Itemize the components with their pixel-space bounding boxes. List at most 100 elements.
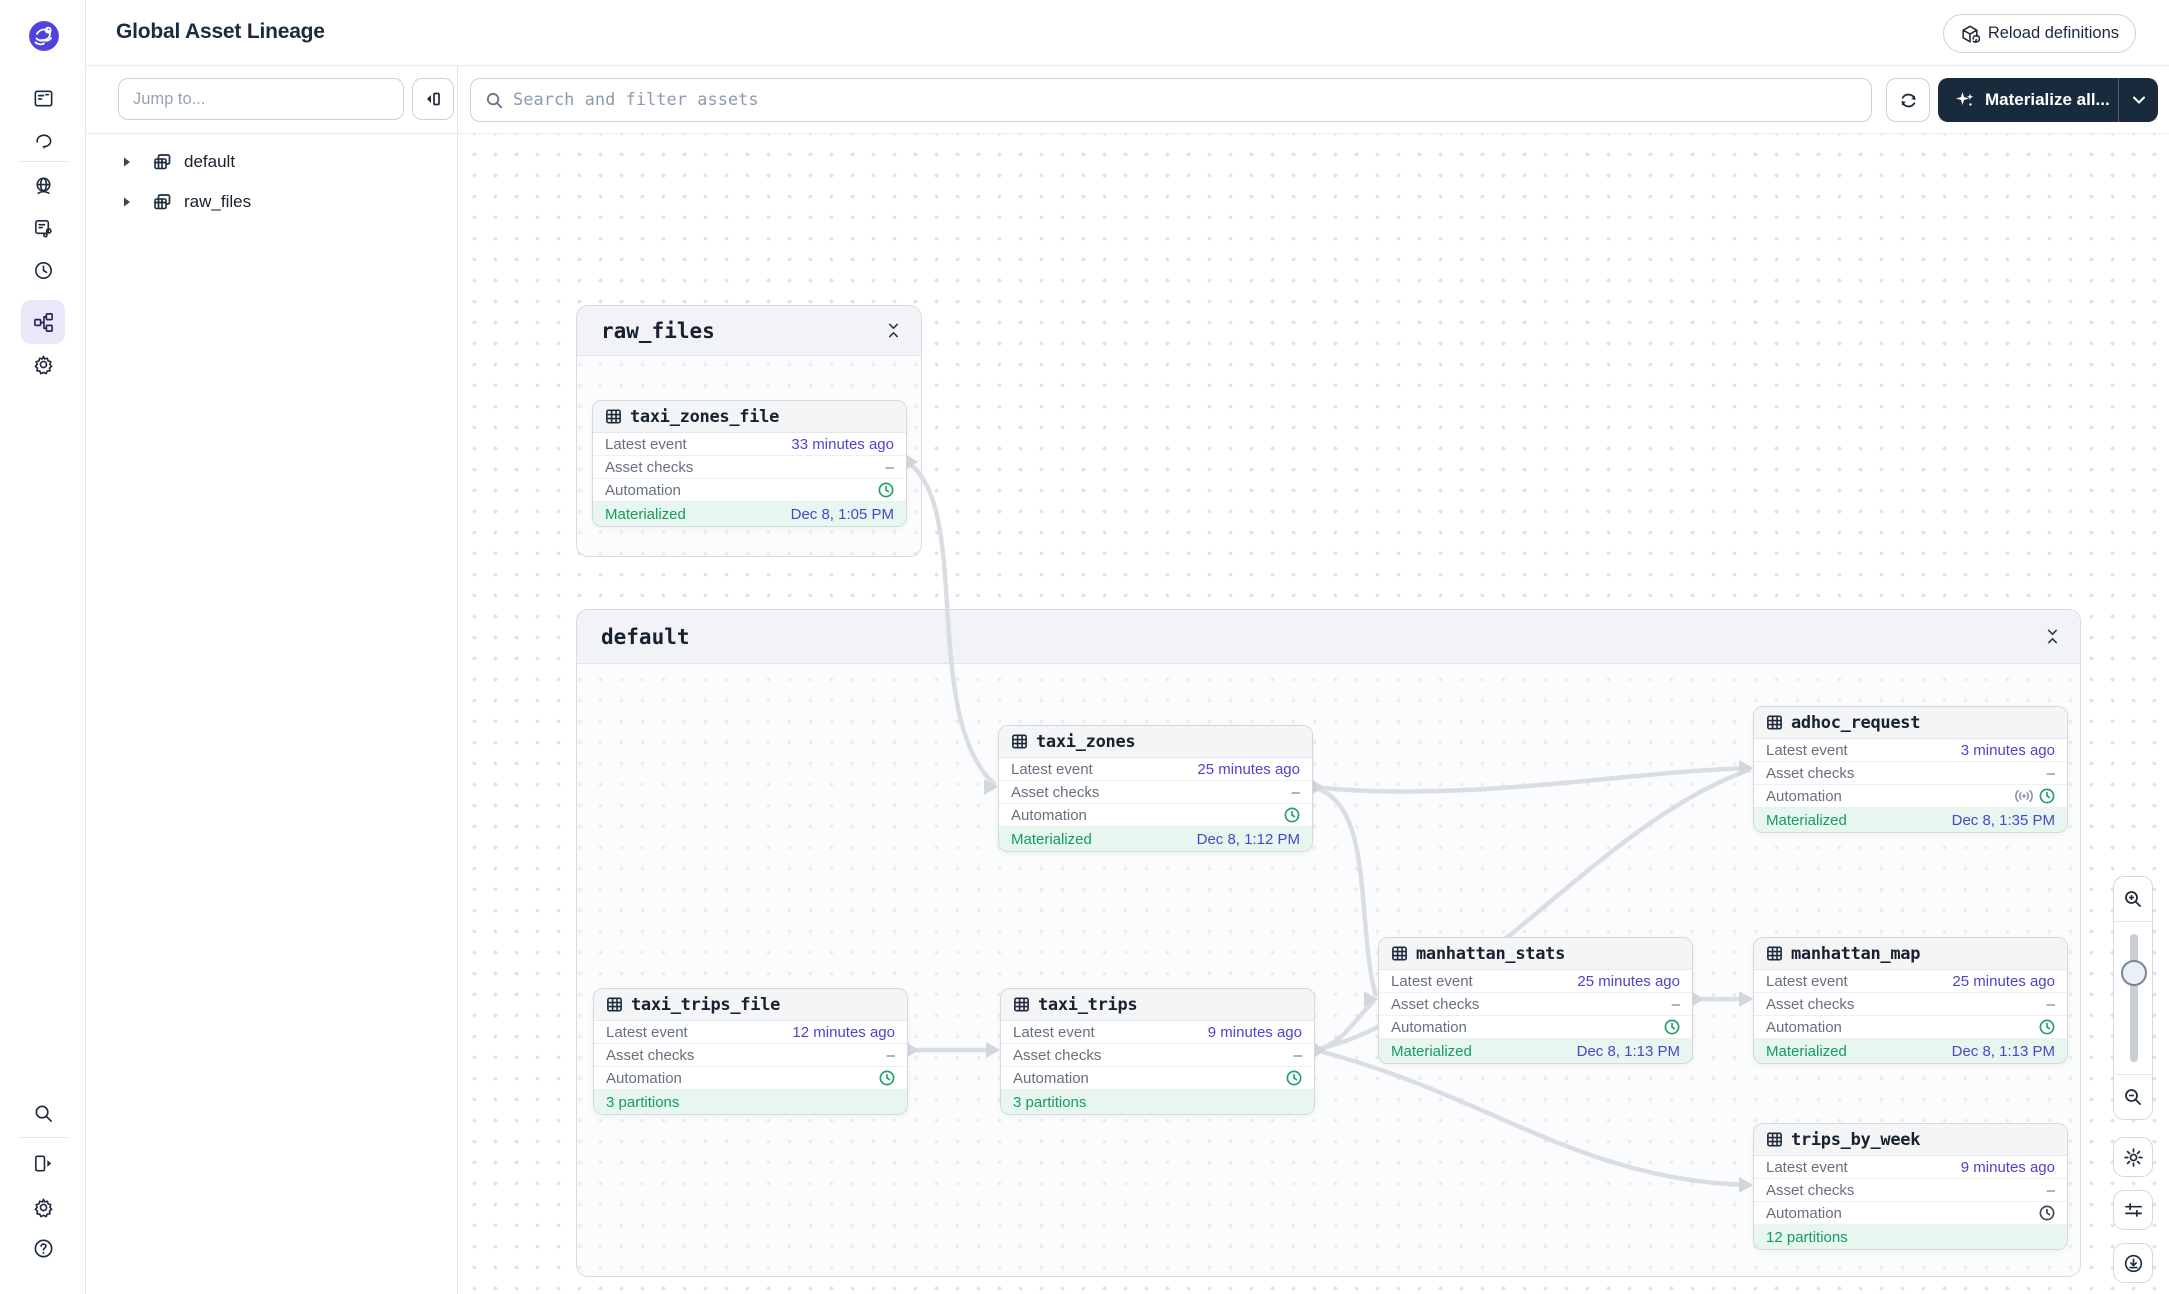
refresh-button[interactable] (1886, 78, 1930, 122)
materialize-all-main[interactable]: Materialize all... (1938, 78, 2118, 122)
asset-checks-value: – (1293, 1046, 1302, 1064)
zoom-slider-thumb[interactable] (2121, 960, 2147, 986)
collapse-group-icon[interactable] (886, 322, 901, 339)
tree-item-label: default (184, 152, 236, 171)
asset-checks-label: Asset checks (606, 1046, 695, 1064)
zoom-slider[interactable] (2114, 921, 2152, 1075)
materialized-timestamp-link[interactable]: Dec 8, 1:35 PM (1951, 811, 2055, 829)
materialized-timestamp-link[interactable]: Dec 8, 1:13 PM (1576, 1042, 1680, 1060)
rail-expand-panel-button[interactable] (21, 1141, 65, 1185)
asset-node-taxi_trips_file[interactable]: taxi_trips_file Latest event 12 minutes … (593, 988, 908, 1115)
node-status-row: 3 partitions (1001, 1090, 1314, 1114)
latest-event-label: Latest event (1011, 760, 1093, 778)
asset-checks-row: Asset checks – (594, 1044, 907, 1067)
app-header: Global Asset Lineage Reload definitions (86, 0, 2169, 66)
node-status-label: 3 partitions (1013, 1093, 1087, 1111)
asset-name: manhattan_map (1791, 943, 1921, 964)
materialized-timestamp-link[interactable]: Dec 8, 1:12 PM (1196, 830, 1300, 848)
lineage-canvas[interactable]: raw_files default taxi_zones_file Latest… (458, 66, 2169, 1294)
latest-event-value[interactable]: 9 minutes ago (1207, 1023, 1302, 1041)
rail-schedules-button[interactable] (21, 248, 65, 292)
rail-deployment-button[interactable] (21, 164, 65, 208)
latest-event-value[interactable]: 33 minutes ago (791, 435, 894, 453)
node-status-label: Materialized (605, 505, 686, 523)
asset-node-header[interactable]: taxi_trips (1001, 989, 1314, 1021)
asset-node-header[interactable]: taxi_zones (999, 726, 1312, 758)
tree-item-default[interactable]: default (86, 142, 458, 182)
latest-event-row: Latest event 33 minutes ago (593, 433, 906, 456)
asset-node-header[interactable]: adhoc_request (1754, 707, 2067, 739)
asset-node-adhoc_request[interactable]: adhoc_request Latest event 3 minutes ago… (1753, 706, 2068, 833)
table-icon (1766, 714, 1783, 731)
caret-right-icon[interactable] (122, 156, 138, 168)
tree-item-raw_files[interactable]: raw_files (86, 182, 458, 222)
latest-event-value[interactable]: 3 minutes ago (1960, 741, 2055, 759)
asset-node-taxi_trips[interactable]: taxi_trips Latest event 9 minutes ago As… (1000, 988, 1315, 1115)
asset-name: taxi_zones (1036, 731, 1136, 752)
jump-to-input[interactable] (118, 78, 404, 120)
latest-event-row: Latest event 3 minutes ago (1754, 739, 2067, 762)
download-view-button[interactable] (2113, 1243, 2153, 1283)
rail-preferences-button[interactable] (21, 1185, 65, 1229)
asset-node-manhattan_stats[interactable]: manhattan_stats Latest event 25 minutes … (1378, 937, 1693, 1064)
asset-checks-value: – (2046, 1181, 2055, 1199)
graph-settings-button[interactable] (2113, 1137, 2153, 1177)
dagster-logo[interactable] (29, 21, 59, 51)
asset-search-box[interactable] (470, 78, 1872, 122)
asset-node-header[interactable]: taxi_zones_file (593, 401, 906, 433)
collapse-group-icon[interactable] (2045, 628, 2060, 645)
refresh-icon (1900, 93, 1916, 107)
automation-label: Automation (1011, 806, 1087, 824)
asset-node-header[interactable]: taxi_trips_file (594, 989, 907, 1021)
latest-event-value[interactable]: 25 minutes ago (1577, 972, 1680, 990)
rail-jobs-button[interactable] (21, 206, 65, 250)
table-icon (605, 408, 622, 425)
materialize-all-button[interactable]: Materialize all... (1938, 78, 2158, 122)
asset-node-manhattan_map[interactable]: manhattan_map Latest event 25 minutes ag… (1753, 937, 2068, 1064)
asset-node-taxi_zones[interactable]: taxi_zones Latest event 25 minutes ago A… (998, 725, 1313, 852)
asset-checks-row: Asset checks – (1379, 993, 1692, 1016)
asset-name: adhoc_request (1791, 712, 1921, 733)
latest-event-row: Latest event 25 minutes ago (1754, 970, 2067, 993)
latest-event-value[interactable]: 25 minutes ago (1952, 972, 2055, 990)
latest-event-value[interactable]: 25 minutes ago (1197, 760, 1300, 778)
group-header-raw_files[interactable]: raw_files (577, 306, 921, 356)
materialized-timestamp-link[interactable]: Dec 8, 1:05 PM (790, 505, 894, 523)
rail-search-button[interactable] (21, 1091, 65, 1135)
zoom-in-button[interactable] (2114, 877, 2152, 921)
preferences-icon (32, 1196, 55, 1219)
reload-definitions-button[interactable]: Reload definitions (1942, 14, 2136, 53)
zoom-out-button[interactable] (2114, 1075, 2152, 1119)
rail-help-button[interactable] (21, 1226, 65, 1270)
asset-node-header[interactable]: trips_by_week (1754, 1124, 2067, 1156)
filters-icon (2124, 1202, 2142, 1217)
asset-node-header[interactable]: manhattan_map (1754, 938, 2067, 970)
asset-checks-label: Asset checks (1766, 764, 1855, 782)
latest-event-label: Latest event (1766, 741, 1848, 759)
latest-event-value[interactable]: 12 minutes ago (792, 1023, 895, 1041)
automation-label: Automation (606, 1069, 682, 1087)
rail-overview-button[interactable] (21, 76, 65, 120)
latest-event-row: Latest event 25 minutes ago (1379, 970, 1692, 993)
graph-filters-button[interactable] (2113, 1190, 2153, 1230)
chevron-down-icon (2132, 96, 2145, 104)
asset-node-taxi_zones_file[interactable]: taxi_zones_file Latest event 33 minutes … (592, 400, 907, 527)
table-icon (1013, 996, 1030, 1013)
latest-event-value[interactable]: 9 minutes ago (1960, 1158, 2055, 1176)
rail-asset-graph-button[interactable] (21, 300, 65, 344)
caret-right-icon[interactable] (122, 196, 138, 208)
group-header-default[interactable]: default (577, 610, 2080, 664)
settings-gear-icon (2123, 1147, 2143, 1167)
search-filter-input[interactable] (513, 90, 1857, 110)
automation-label: Automation (1391, 1018, 1467, 1036)
rail-settings-button[interactable] (21, 342, 65, 386)
canvas-toolbar: Materialize all... (458, 66, 2169, 134)
materialize-dropdown-button[interactable] (2118, 78, 2158, 122)
collapse-panel-button[interactable] (412, 78, 454, 120)
overview-icon (32, 87, 55, 110)
asset-node-trips_by_week[interactable]: trips_by_week Latest event 9 minutes ago… (1753, 1123, 2068, 1250)
materialized-timestamp-link[interactable]: Dec 8, 1:13 PM (1951, 1042, 2055, 1060)
rail-runs-button[interactable] (21, 118, 65, 162)
asset-node-header[interactable]: manhattan_stats (1379, 938, 1692, 970)
automation-row: Automation (1754, 785, 2067, 808)
